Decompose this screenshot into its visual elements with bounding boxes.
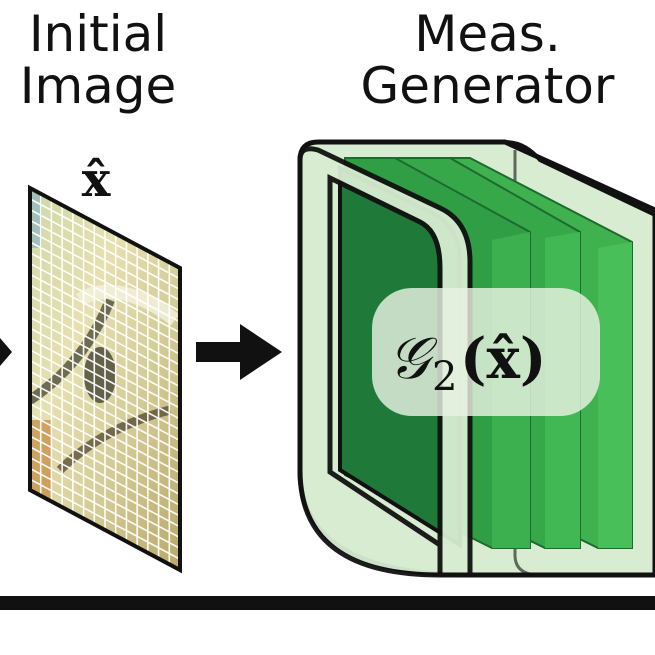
grid-line-horizontal — [30, 262, 180, 345]
grid-line-horizontal — [30, 273, 180, 355]
meas-generator-title: Meas. Generator — [330, 8, 645, 112]
grid-line-horizontal — [30, 316, 180, 399]
left-arrow-icon — [0, 338, 12, 366]
image-grid-icon — [28, 184, 182, 574]
grid-line-horizontal — [30, 305, 180, 388]
grid-line-horizontal — [30, 359, 180, 442]
grid-line-horizontal — [30, 446, 180, 528]
grid-line-horizontal — [30, 478, 180, 560]
xhat-label: x̂ — [82, 152, 111, 208]
initial-title-line2: Image — [19, 57, 177, 115]
meas-title-line1: Meas. — [414, 5, 561, 63]
grid-line-horizontal — [30, 467, 180, 550]
grid-line-horizontal — [30, 392, 180, 474]
grid-line-horizontal — [30, 370, 180, 453]
grid-line-horizontal — [30, 198, 180, 280]
grid-line-horizontal — [30, 208, 180, 291]
grid-line-horizontal — [30, 241, 180, 323]
grid-line-horizontal — [30, 327, 180, 409]
grid-line-horizontal — [30, 219, 180, 302]
grid-line-horizontal — [30, 435, 180, 517]
initial-image-title: Initial Image — [0, 8, 196, 112]
initial-title-line1: Initial — [28, 5, 168, 63]
meas-title-line2: Generator — [360, 57, 615, 115]
grid-line-horizontal — [30, 349, 180, 431]
generator-argument: (x̂) — [460, 326, 546, 392]
grid-line-horizontal — [30, 338, 180, 420]
bottom-divider — [0, 596, 655, 610]
grid-line-horizontal — [30, 295, 180, 377]
grid-line-horizontal — [30, 284, 180, 366]
grid-line-horizontal — [30, 413, 180, 496]
generator-function-badge: 𝒢 2 (x̂) — [372, 288, 600, 416]
right-arrow-icon — [196, 324, 282, 380]
grid-line-horizontal — [30, 456, 180, 539]
grid-line-horizontal — [30, 424, 180, 506]
grid-line-horizontal — [30, 403, 180, 485]
grid-line-horizontal — [30, 381, 180, 463]
grid-line-horizontal — [30, 252, 180, 334]
grid-line-horizontal — [30, 230, 180, 312]
generator-subscript: 2 — [432, 354, 457, 400]
